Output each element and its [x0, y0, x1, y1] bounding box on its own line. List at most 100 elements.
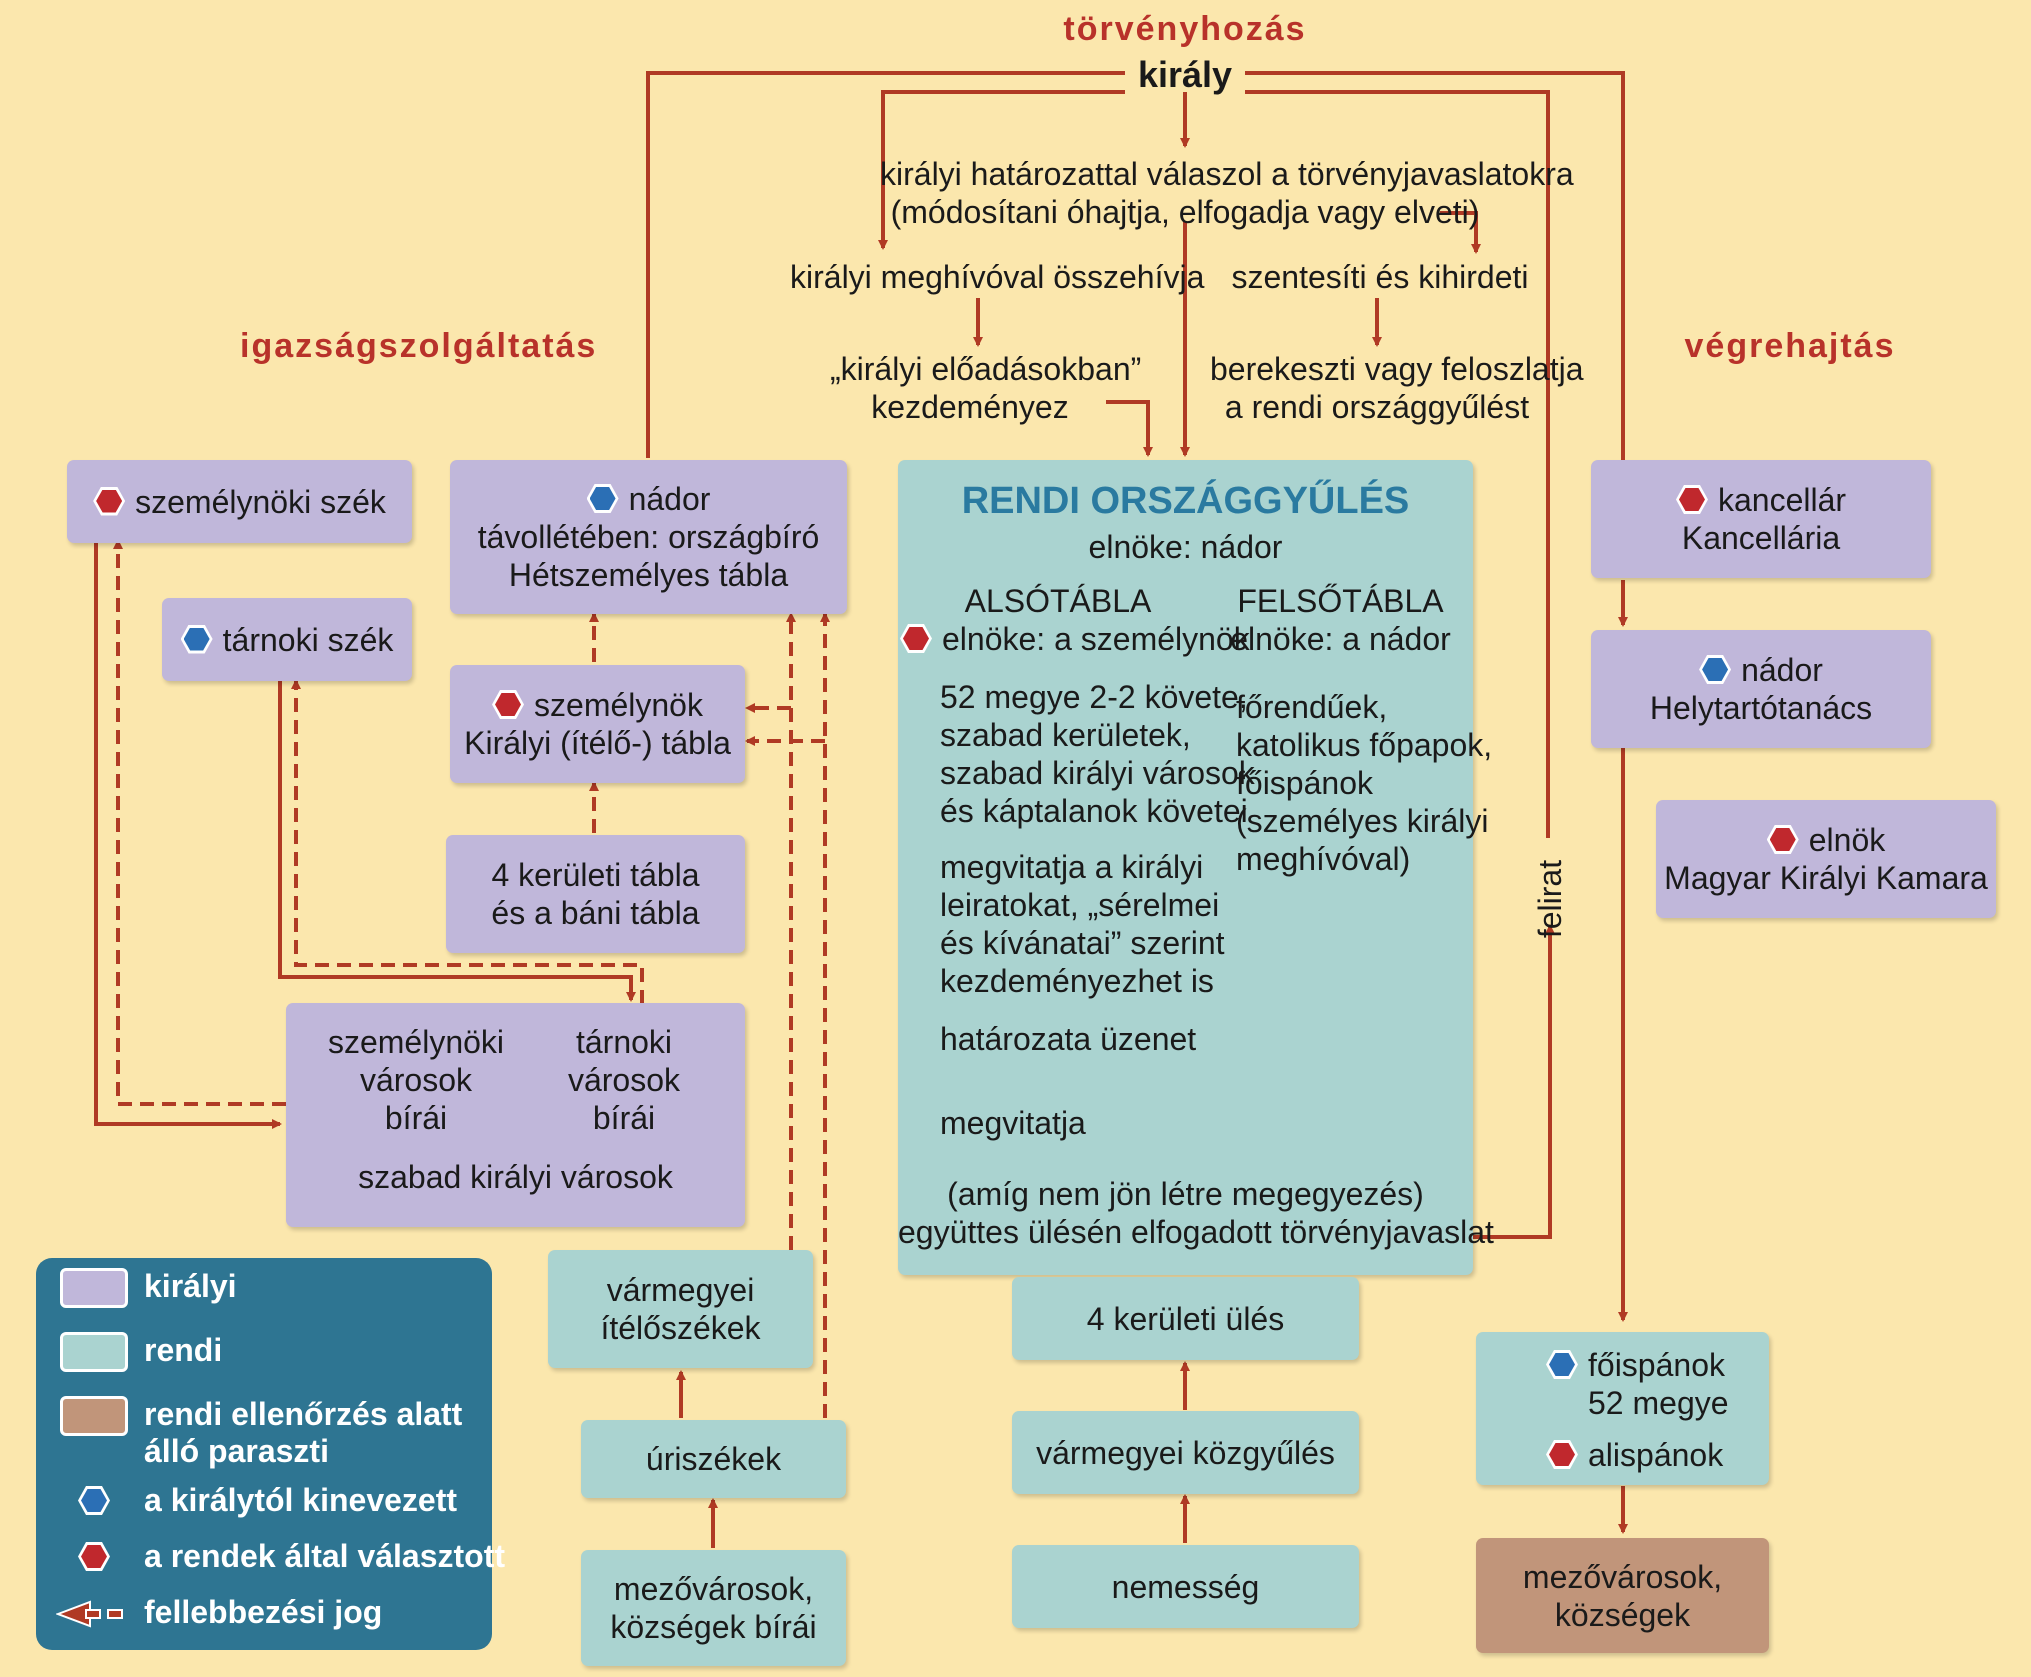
- chancellor-label: kancellár: [1717, 482, 1847, 518]
- upper-member-line: katolikus főpapok,: [1236, 727, 1493, 763]
- tarnok-court-box: tárnoki szék: [162, 598, 412, 681]
- district-session-box: 4 kerületi ülés: [1012, 1277, 1359, 1360]
- legend-estate-swatch: [60, 1332, 128, 1372]
- personal-court-content: személynöki szék: [67, 483, 412, 521]
- upper-member-line: főispánok: [1236, 765, 1373, 801]
- personal-city-judges-line: személynöki: [327, 1024, 505, 1060]
- arrow-tarnok-court-to-cities: [278, 680, 636, 1002]
- tarnok-court-label: tárnoki szék: [222, 621, 394, 658]
- vice-ispans-label: alispánok: [1588, 1437, 1724, 1473]
- personal-court-box: személynöki szék: [67, 460, 412, 543]
- chancellery-content: kancellár Kancellária: [1591, 481, 1931, 557]
- sanction-text: szentesíti és kihirdeti: [1231, 259, 1529, 295]
- market-town-judges-line-1: mezővárosok,: [613, 1571, 814, 1607]
- elected-marker-icon: [1675, 485, 1708, 515]
- ispans-line: főispánok: [1546, 1346, 1725, 1384]
- palatine-court-box: nádor távollétében: országbíró Hétszemél…: [450, 460, 847, 614]
- legend-peasant-line-1: rendi ellenőrzés alatt: [144, 1396, 463, 1432]
- royal-propositions-line-1: „királyi előadásokban”: [830, 351, 1142, 387]
- arrow-king-to-palatine: [646, 71, 1125, 458]
- diet-box: RENDI ORSZÁGGYŰLÉS elnöke: nádor ALSÓTÁB…: [898, 460, 1494, 1275]
- legend-elected-icon: [78, 1542, 110, 1571]
- chancellery-label: Kancellária: [1681, 520, 1841, 556]
- free-cities-label: szabad királyi városok: [358, 1159, 673, 1195]
- arrow-personal-court-to-cities: [94, 540, 282, 1129]
- lower-debate-line: és kívánatai” szerint: [940, 925, 1225, 961]
- arrow-law-to-petition: [1442, 924, 1555, 1239]
- county-assembly-box: vármegyei közgyűlés: [1012, 1411, 1359, 1494]
- royal-propositions-line-2: kezdeményez: [871, 389, 1069, 425]
- chamber-content: elnök Magyar Királyi Kamara: [1656, 821, 1996, 897]
- convene-text: királyi meghívóval összehívja: [790, 259, 1205, 295]
- heading-executive: végrehajtás: [1684, 327, 1896, 365]
- lower-house-debate: megvitatja a királyi leiratokat, „sérelm…: [940, 848, 1225, 1000]
- elected-marker-icon: [900, 624, 932, 654]
- appeal-cities-to-personal-court: [113, 539, 286, 1106]
- arrow-king-to-executive: [1245, 71, 1625, 460]
- chamber-box: elnök Magyar Királyi Kamara: [1656, 800, 1996, 918]
- lower-house-resolution: határozata üzenet: [940, 1021, 1197, 1057]
- lower-member-line: szabad királyi városok: [940, 755, 1255, 791]
- diet-title: RENDI ORSZÁGGYŰLÉS: [961, 480, 1410, 522]
- peasant-market-towns-line-1: mezővárosok,: [1522, 1558, 1723, 1595]
- joint-line-2: együttes ülésén elfogadott törvényjavasl…: [898, 1214, 1494, 1250]
- elected-marker-icon: [93, 486, 126, 516]
- personalis-label: személynök: [534, 687, 703, 723]
- free-cities-box: személynöki városok bírái tárnoki városo…: [286, 1003, 745, 1227]
- upper-member-line: (személyes királyi: [1236, 803, 1489, 839]
- lower-member-line: szabad kerületek,: [940, 717, 1191, 753]
- tarnok-city-judges-line: városok: [567, 1062, 681, 1098]
- lower-house-chair: elnöke: a személynök: [900, 620, 1250, 658]
- dissolve-line-2: a rendi országgyűlést: [1224, 389, 1530, 425]
- legend-appeal-label: fellebbezési jog: [144, 1594, 383, 1630]
- lower-debate-line: leiratokat, „sérelmei: [940, 887, 1220, 923]
- lieutenancy-palatine-label: nádor: [1741, 652, 1823, 688]
- lieutenancy-content: nádor Helytartótanács: [1591, 651, 1931, 727]
- arrow-king-to-convene: [878, 90, 1125, 250]
- personal-city-judges-line: bírái: [384, 1100, 448, 1136]
- district-session-label: 4 kerületi ülés: [1086, 1300, 1285, 1337]
- arrow-king-to-sanction-line: [1245, 90, 1550, 838]
- market-town-judges-content: mezővárosok, községek bírái: [581, 1570, 846, 1646]
- legend-appointed-icon: [78, 1486, 110, 1515]
- county-courts-content: vármegyei ítélőszékek: [548, 1271, 813, 1347]
- royal-resolution-line-1: királyi határozattal válaszol a törvényj…: [880, 156, 1574, 192]
- lieutenancy-council-label: Helytartótanács: [1649, 690, 1873, 726]
- elected-marker-icon: [492, 690, 525, 720]
- personal-court-label: személynöki szék: [135, 483, 386, 520]
- county-assembly-label: vármegyei közgyűlés: [1036, 1434, 1335, 1471]
- counties-box: főispánok 52 megye alispánok: [1476, 1332, 1769, 1485]
- chancellery-box: kancellár Kancellária: [1591, 460, 1931, 578]
- upper-member-line: főrendűek,: [1236, 689, 1388, 725]
- appointed-marker-icon: [586, 484, 619, 514]
- royal-propositions-text: „királyi előadásokban” kezdeményez: [830, 350, 1142, 426]
- market-town-judges-line-2: községek bírái: [610, 1609, 817, 1645]
- palatine-label: nádor: [628, 481, 711, 517]
- legend-peasant-swatch: [60, 1396, 128, 1436]
- heading-legislation: törvényhozás: [1063, 10, 1307, 48]
- legend-appointed-label: a királytól kinevezett: [144, 1482, 458, 1518]
- personal-city-judges-line: városok: [359, 1062, 473, 1098]
- lower-debate-line: kezdeményezhet is: [940, 963, 1214, 999]
- tarnok-court-content: tárnoki szék: [162, 621, 412, 659]
- lower-debate-line: megvitatja a királyi: [940, 849, 1204, 885]
- market-town-judges-box: mezővárosok, községek bírái: [581, 1550, 846, 1666]
- lower-member-line: 52 megye 2-2 követe,: [940, 679, 1248, 715]
- appointed-marker-icon: [1546, 1350, 1578, 1380]
- joint-line-1: (amíg nem jön létre megegyezés): [947, 1176, 1424, 1212]
- legend: királyi rendi rendi ellenőrzés alatt áll…: [36, 1258, 505, 1650]
- lower-house-debates: megvitatja: [940, 1105, 1086, 1141]
- nobility-label: nemesség: [1111, 1568, 1260, 1605]
- peasant-market-towns-content: mezővárosok, községek: [1476, 1558, 1769, 1634]
- diet-chair: elnöke: nádor: [1088, 529, 1283, 565]
- nobility-box: nemesség: [1012, 1545, 1359, 1628]
- dissolve-text: berekeszti vagy feloszlatja a rendi orsz…: [1210, 350, 1584, 426]
- legend-peasant-line-2: álló paraszti: [144, 1433, 329, 1469]
- legend-appeal-arrow-icon: [56, 1600, 123, 1628]
- royal-table-box: személynök Királyi (ítélő-) tábla: [450, 665, 745, 783]
- lower-house-members: 52 megye 2-2 követe, szabad kerületek, s…: [940, 678, 1255, 830]
- tarnok-city-judges: tárnoki városok bírái: [534, 1023, 714, 1137]
- palatine-deputy-label: távollétében: országbíró: [477, 519, 820, 555]
